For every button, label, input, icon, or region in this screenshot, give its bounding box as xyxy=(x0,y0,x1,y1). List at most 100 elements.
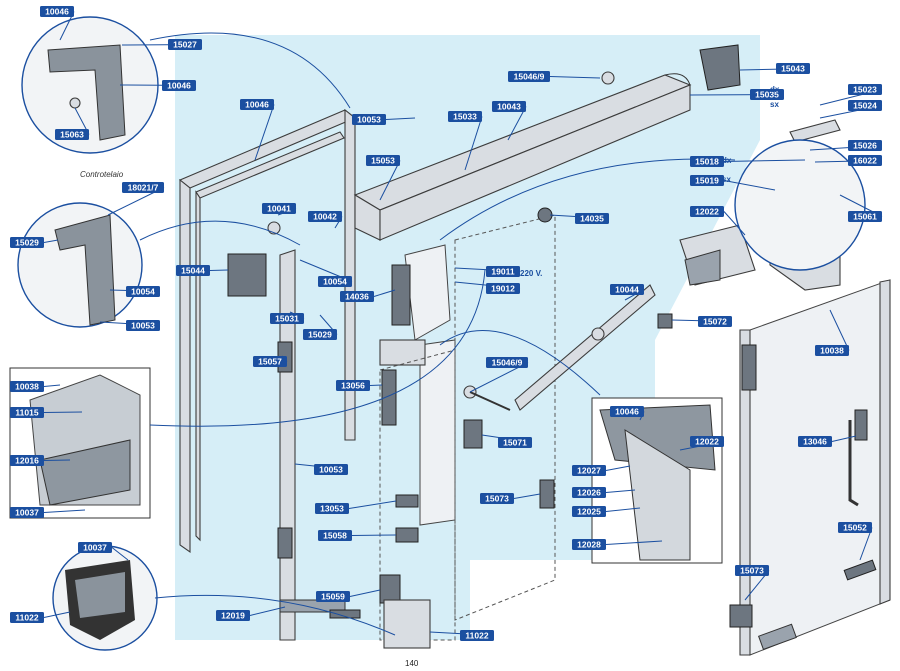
part-label-11022: 11022 xyxy=(10,612,44,623)
part-label-text: 15063 xyxy=(60,130,84,140)
part-label-10037: 10037 xyxy=(78,542,112,553)
part-label-10046: 10046 xyxy=(40,6,74,17)
part-label-box xyxy=(10,407,44,418)
caption-controtelaio: Controtelaio xyxy=(80,170,124,179)
part-label-text: 15071 xyxy=(503,438,527,448)
leader-line-15059 xyxy=(349,589,381,597)
part-label-box xyxy=(798,436,832,447)
leader-line-15018 xyxy=(723,159,806,162)
leader-line-13053 xyxy=(348,500,397,509)
part-label-box xyxy=(40,6,74,17)
part-label-15052: 15052 xyxy=(838,522,872,533)
page-number: 140 xyxy=(405,659,419,668)
part-label-15024: 15024 xyxy=(848,100,882,111)
part-label-text: 10037 xyxy=(83,543,107,553)
part-label-19011: 19011 xyxy=(486,266,520,277)
part-label-box xyxy=(610,406,644,417)
leader-line-15044 xyxy=(209,269,229,271)
part-label-15044: 15044 xyxy=(176,265,210,276)
part-label-12022: 12022 xyxy=(690,206,724,217)
roller-15046 xyxy=(601,71,615,85)
part-label-15029: 15029 xyxy=(10,237,44,248)
part-label-text: 15043 xyxy=(781,64,805,74)
leader-line-12025 xyxy=(605,507,641,512)
bottom-sill xyxy=(279,599,346,613)
part-label-14036: 14036 xyxy=(340,291,374,302)
part-label-text: 13053 xyxy=(320,504,344,514)
part-label-text: 10042 xyxy=(313,212,337,222)
part-label-box xyxy=(572,465,606,476)
leader-line-15033 xyxy=(464,116,483,171)
part-label-text: 10053 xyxy=(357,115,381,125)
part-15059 xyxy=(379,574,401,604)
part-label-15061: 15061 xyxy=(848,211,882,222)
part-label-15057: 15057 xyxy=(253,356,287,367)
leader-line-12019 xyxy=(249,606,286,616)
roller-14035 xyxy=(537,207,553,223)
part-label-text: 15023 xyxy=(853,85,877,95)
part-label-15058: 15058 xyxy=(318,530,352,541)
leader-line-15058 xyxy=(351,534,397,536)
part-label-10053: 10053 xyxy=(126,320,160,331)
label-suffix-sx-15024: sx xyxy=(770,100,779,109)
part-label-box xyxy=(838,522,872,533)
part-label-box xyxy=(162,80,196,91)
part-label-10046: 10046 xyxy=(240,99,274,110)
part-label-box xyxy=(316,591,350,602)
part-label-10041: 10041 xyxy=(262,203,296,214)
part-label-text: 10041 xyxy=(267,204,291,214)
gasket-11022 xyxy=(383,599,431,649)
leader-line-10038 xyxy=(829,309,850,351)
part-label-box xyxy=(572,506,606,517)
leader-line-13046 xyxy=(831,435,857,442)
part-label-text: 10053 xyxy=(131,321,155,331)
leader-line-10038 xyxy=(43,384,61,387)
leader-line-11022 xyxy=(43,611,71,618)
part-label-box xyxy=(690,156,724,167)
part-label-text: 15061 xyxy=(853,212,877,222)
part-label-13056: 13056 xyxy=(336,380,370,391)
part-label-text: 10046 xyxy=(167,81,191,91)
part-label-box xyxy=(10,507,44,518)
rail-10044 xyxy=(514,284,656,411)
part-label-box xyxy=(240,99,274,110)
part-label-10038: 10038 xyxy=(815,345,849,356)
part-label-box xyxy=(318,276,352,287)
part-label-15072: 15072 xyxy=(698,316,732,327)
part-label-text: 11022 xyxy=(15,613,38,623)
part-label-text: 19011 xyxy=(491,267,514,277)
part-label-11015: 11015 xyxy=(10,407,44,418)
handle-13056 xyxy=(381,369,397,426)
hinge-13053 xyxy=(395,494,419,508)
leader-line-15029 xyxy=(43,239,59,243)
leader-line-12016 xyxy=(43,459,71,461)
part-label-10043: 10043 xyxy=(492,101,526,112)
part-label-text: 15058 xyxy=(323,531,347,541)
part-label-box xyxy=(848,100,882,111)
detail-inset-right xyxy=(591,397,723,564)
part-label-text: 15026 xyxy=(853,141,877,151)
part-label-text: 15024 xyxy=(853,101,877,111)
part-label-box xyxy=(318,530,352,541)
part-label-box xyxy=(253,356,287,367)
leader-line-10053 xyxy=(385,117,416,120)
leader-line-12028 xyxy=(605,540,663,545)
part-label-15029: 15029 xyxy=(303,329,337,340)
part-label-box xyxy=(750,89,784,100)
part-label-15046-9: 15046/9 xyxy=(508,71,550,82)
part-label-text: 15044 xyxy=(181,266,205,276)
part-label-box xyxy=(270,313,304,324)
part-label-12016: 12016 xyxy=(10,455,44,466)
part-label-box xyxy=(690,206,724,217)
part-label-10038: 10038 xyxy=(10,381,44,392)
part-label-box xyxy=(498,437,532,448)
part-label-10037: 10037 xyxy=(10,507,44,518)
part-label-text: 13046 xyxy=(803,437,827,447)
part-label-box xyxy=(508,71,550,82)
label-suffix-dx-15018: dx xyxy=(722,156,732,165)
part-label-12025: 12025 xyxy=(572,506,606,517)
part-label-text: 10044 xyxy=(615,285,639,295)
part-label-text: 15073 xyxy=(485,494,509,504)
part-label-box xyxy=(690,436,724,447)
